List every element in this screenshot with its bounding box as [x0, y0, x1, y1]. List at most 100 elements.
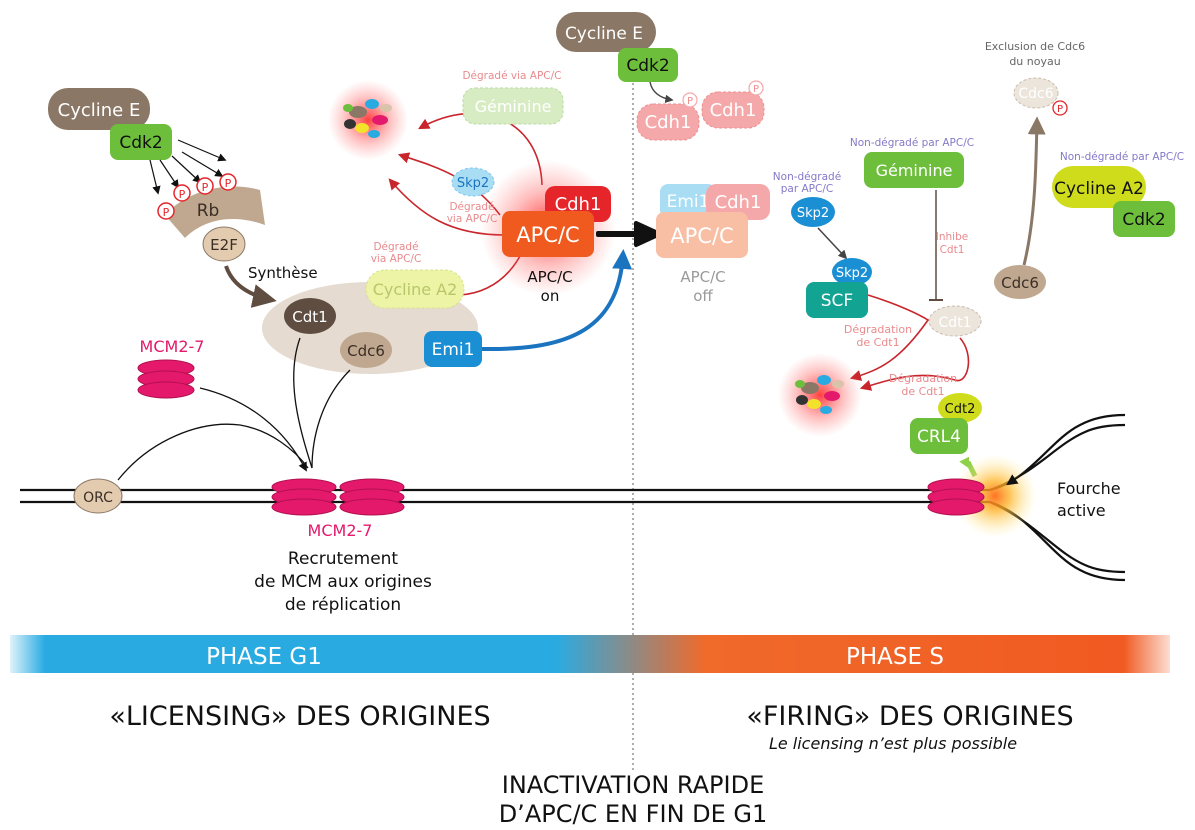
cdc6-export-arrow	[1022, 116, 1046, 266]
emi1-off-label: Emi1	[667, 192, 710, 212]
apc-off-status-1: APC/C	[680, 268, 725, 286]
fork-label-1: Fourche	[1057, 479, 1121, 498]
phospho-group	[748, 80, 764, 96]
apcc-on-box	[502, 211, 594, 257]
cdt1-label: Cdt1	[292, 308, 327, 326]
synthesis-arrow	[224, 265, 277, 308]
inhibe-note-1: Inhibe	[936, 231, 968, 243]
mcm-loaded-label: MCM2-7	[308, 521, 373, 540]
geminine-nondegr-note: Non-dégradé par APC/C	[850, 137, 974, 149]
cdt1-s-protein	[928, 305, 982, 337]
phospho-groups: P P P P	[157, 173, 237, 220]
svg-text:P: P	[163, 206, 170, 219]
inactivation-line-2: D’APC/C EN FIN DE G1	[499, 800, 768, 828]
emi1-label: Emi1	[432, 340, 475, 360]
phase-bar	[10, 635, 1170, 673]
phospho-group	[682, 92, 698, 108]
mcm-active-hexamer	[927, 478, 985, 516]
scf-degr-note-1: Dégradation	[844, 323, 912, 336]
cdc6-excluded	[1013, 77, 1059, 109]
cdh1-p-label-1: Cdh1	[645, 112, 692, 133]
cyclin-e-box	[48, 88, 150, 130]
scf-box	[806, 282, 868, 318]
cyclin-a2-degr-note-2: via APC/C	[371, 253, 422, 265]
cyclin-e-top-box	[556, 12, 656, 52]
cdc6-protein	[340, 332, 392, 368]
apc-on-status-2: on	[541, 287, 560, 305]
licensing-heading: «LICENSING» DES ORIGINES	[109, 701, 490, 732]
cyclin-a2-faded-label: Cycline A2	[373, 280, 458, 299]
cyclin-a2-s-label: Cycline A2	[1054, 179, 1144, 199]
geminine-faded-box	[462, 87, 564, 125]
emi1-box	[424, 331, 482, 367]
cdc6-excluded-label: Cdc6	[1018, 86, 1053, 102]
phase-g1-label: PHASE G1	[206, 644, 322, 670]
phospho-label: P	[1057, 104, 1063, 115]
phase-s-label: PHASE S	[846, 644, 944, 670]
cyclin-a2-degr-note-1: Dégradé	[373, 241, 418, 253]
phospho-group	[1052, 100, 1068, 116]
skp2-to-scf-arrow	[817, 227, 848, 260]
cdh1-off-label: Cdh1	[715, 192, 762, 213]
s-degradation-arrows	[849, 294, 970, 391]
cyclin-a2-nondegr-note: Non-dégradé par APC/C	[1060, 151, 1184, 163]
proteasome-2	[778, 353, 862, 437]
cdh1-p-label-2: Cdh1	[710, 100, 757, 121]
skp2-faded-label: Skp2	[457, 176, 489, 191]
crl4-degr-note-1: Dégradation	[889, 372, 957, 385]
emi1-inhibition-arrow	[481, 249, 633, 352]
scf-degr-note-2: de Cdt1	[856, 336, 899, 349]
cdc6-exclusion-note-1: Exclusion de Cdc6	[985, 40, 1085, 53]
skp2-s-label: Skp2	[797, 206, 829, 221]
skp2-scf-label: Skp2	[836, 266, 868, 281]
skp2-nondegr-note-2: par APC/C	[781, 183, 833, 195]
cdh1-p-box-1	[636, 103, 700, 141]
geminine-s-box	[864, 152, 964, 188]
phospho-label: P	[687, 96, 693, 107]
synthese-label: Synthèse	[248, 264, 318, 282]
licensing-note: Le licensing n’est plus possible	[769, 734, 1017, 753]
svg-text:P: P	[225, 177, 232, 190]
cyclin-a2-s-box	[1052, 166, 1146, 208]
phospho-label: P	[753, 84, 759, 95]
cdk2-s-label: Cdk2	[1122, 210, 1165, 230]
mcm-free-label: MCM2-7	[140, 337, 205, 356]
emi1-off-box	[660, 184, 716, 218]
recruit-line-3: de réplication	[285, 595, 401, 615]
geminine-s-label: Géminine	[876, 161, 953, 180]
rb-label: Rb	[197, 201, 220, 221]
mcm-loaded-double-hexamer	[271, 478, 405, 516]
recruit-line-2: de MCM aux origines	[254, 572, 432, 592]
cyclin-e-label: Cycline E	[58, 100, 141, 121]
skp2-s-protein	[791, 197, 835, 227]
cdc6-label: Cdc6	[347, 342, 385, 360]
recruit-line-1: Recrutement	[288, 549, 399, 569]
cdh1-label: Cdh1	[555, 194, 602, 215]
skp2-faded	[451, 167, 495, 197]
crl4-box	[910, 418, 968, 454]
cdt1-s-label: Cdt1	[938, 315, 971, 331]
scf-label: SCF	[821, 291, 853, 311]
cdk2-top-box	[618, 48, 678, 82]
phospho-arrows	[149, 139, 227, 195]
firing-heading: «FIRING» DES ORIGINES	[746, 701, 1073, 732]
cdh1-off-box	[706, 184, 770, 220]
cdc6-exclusion-note-2: du noyau	[1009, 55, 1060, 68]
cdc6-s-label: Cdc6	[1001, 274, 1039, 292]
rb-protein	[165, 186, 265, 238]
orc-complex	[73, 478, 123, 514]
geminine-degr-note: Dégradé via APC/C	[462, 70, 561, 82]
apc-on-status-1: APC/C	[527, 268, 572, 286]
cdc6-s-protein	[994, 265, 1046, 299]
cdt2-label: Cdt2	[945, 402, 976, 417]
orc-label: ORC	[83, 490, 113, 506]
cdk2-top-label: Cdk2	[626, 56, 669, 76]
apcc-off-box	[656, 212, 748, 258]
crl4-degr-note-2: de Cdt1	[901, 385, 944, 398]
fork-label-2: active	[1057, 501, 1106, 520]
e2f-label: E2F	[210, 236, 238, 254]
fork-progress-arrow	[1006, 457, 1047, 486]
apcc-on-label: APC/C	[516, 223, 579, 247]
skp2-scf-protein	[832, 258, 872, 286]
mcm-free-ring	[137, 359, 195, 399]
